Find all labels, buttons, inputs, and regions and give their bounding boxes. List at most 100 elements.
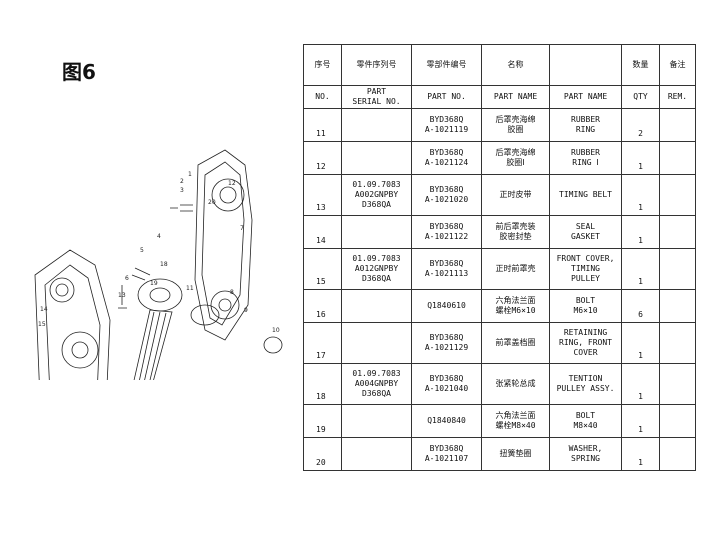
- callout-1: 1: [188, 171, 192, 178]
- row-rem: [659, 363, 696, 405]
- row-name-en: RUBBER RING: [549, 108, 622, 142]
- row-no: 17: [303, 322, 342, 364]
- table-row: 16 Q1840610 六角法兰面 螺栓M6×10 BOLT M6×10 6: [303, 289, 696, 323]
- row-rem: [659, 108, 696, 142]
- row-rem: [659, 215, 696, 249]
- row-serial: 01.09.7083 A002GNPBY D368QA: [341, 174, 412, 216]
- row-name-en: BOLT M8×40: [549, 404, 622, 438]
- row-name-cn: 六角法兰面 螺栓M6×10: [481, 289, 550, 323]
- table-row: 15 01.09.7083 A012GNPBY D368QA BYD368Q A…: [303, 248, 696, 290]
- row-serial: [341, 289, 412, 323]
- callout-14: 14: [40, 306, 48, 313]
- header-cell: PART NAME: [549, 85, 622, 109]
- row-serial: 01.09.7083 A004GNPBY D368QA: [341, 363, 412, 405]
- header-cell: 零部件编号: [411, 44, 482, 86]
- table-row: 12 BYD368Q A-1021124 后罩壳海绵 胶圈Ⅰ RUBBER RI…: [303, 141, 696, 175]
- header-cell: QTY: [621, 85, 660, 109]
- row-no: 16: [303, 289, 342, 323]
- row-rem: [659, 174, 696, 216]
- row-no: 14: [303, 215, 342, 249]
- row-name-en: SEAL GASKET: [549, 215, 622, 249]
- row-qty: 1: [621, 248, 660, 290]
- callout-19: 19: [150, 280, 158, 287]
- row-qty: 2: [621, 108, 660, 142]
- row-no: 13: [303, 174, 342, 216]
- table-row: 18 01.09.7083 A004GNPBY D368QA BYD368Q A…: [303, 363, 696, 405]
- callout-12: 12: [228, 180, 236, 187]
- header-cell: 零件序列号: [341, 44, 412, 86]
- row-serial: [341, 437, 412, 471]
- row-name-cn: 前罩盖档圈: [481, 322, 550, 364]
- row-rem: [659, 141, 696, 175]
- row-qty: 1: [621, 322, 660, 364]
- row-part-no: BYD368Q A-1021122: [411, 215, 482, 249]
- row-name-cn: 正时皮带: [481, 174, 550, 216]
- row-name-en: FRONT COVER, TIMING PULLEY: [549, 248, 622, 290]
- row-name-cn: 前后罩壳装 胶密封垫: [481, 215, 550, 249]
- row-qty: 1: [621, 174, 660, 216]
- row-part-no: BYD368Q A-1021107: [411, 437, 482, 471]
- header-cell: NO.: [303, 85, 342, 109]
- row-serial: [341, 108, 412, 142]
- row-qty: 1: [621, 141, 660, 175]
- header-cell: 名称: [481, 44, 550, 86]
- row-serial: [341, 215, 412, 249]
- row-no: 20: [303, 437, 342, 471]
- row-qty: 1: [621, 404, 660, 438]
- header-cell: REM.: [659, 85, 696, 109]
- callout-9: 9: [244, 307, 248, 314]
- row-name-cn: 张紧轮总成: [481, 363, 550, 405]
- row-part-no: Q1840610: [411, 289, 482, 323]
- row-no: 18: [303, 363, 342, 405]
- callout-4: 4: [157, 233, 161, 240]
- callout-2: 2: [180, 178, 184, 185]
- row-name-cn: 后罩壳海绵 胶圈: [481, 108, 550, 142]
- row-part-no: BYD368Q A-1021020: [411, 174, 482, 216]
- callout-11: 11: [186, 285, 194, 292]
- row-serial: [341, 404, 412, 438]
- row-name-en: RUBBER RING Ⅰ: [549, 141, 622, 175]
- callout-3: 3: [180, 187, 184, 194]
- row-no: 12: [303, 141, 342, 175]
- row-name-en: TIMING BELT: [549, 174, 622, 216]
- header-cell: PART NAME: [481, 85, 550, 109]
- row-qty: 1: [621, 363, 660, 405]
- row-rem: [659, 322, 696, 364]
- row-name-en: RETAINING RING, FRONT COVER: [549, 322, 622, 364]
- row-part-no: BYD368Q A-1021119: [411, 108, 482, 142]
- row-part-no: BYD368Q A-1021124: [411, 141, 482, 175]
- callout-10: 10: [272, 327, 280, 334]
- row-part-no: BYD368Q A-1021129: [411, 322, 482, 364]
- row-qty: 1: [621, 437, 660, 471]
- row-qty: 1: [621, 215, 660, 249]
- header-cell: [549, 44, 622, 86]
- table-row: 20 BYD368Q A-1021107 扭簧垫圈 WASHER, SPRING…: [303, 437, 696, 471]
- callout-6: 6: [125, 275, 129, 282]
- row-no: 11: [303, 108, 342, 142]
- header-cell: 数量: [621, 44, 660, 86]
- row-name-en: WASHER, SPRING: [549, 437, 622, 471]
- callout-18: 18: [160, 261, 168, 268]
- callout-13: 13: [118, 292, 126, 299]
- row-serial: [341, 141, 412, 175]
- row-rem: [659, 404, 696, 438]
- row-part-no: Q1840840: [411, 404, 482, 438]
- header-cell: PART NO.: [411, 85, 482, 109]
- row-part-no: BYD368Q A-1021113: [411, 248, 482, 290]
- figure-label: 图6: [62, 60, 96, 84]
- row-qty: 6: [621, 289, 660, 323]
- row-name-en: TENTION PULLEY ASSY.: [549, 363, 622, 405]
- row-name-cn: 扭簧垫圈: [481, 437, 550, 471]
- row-rem: [659, 437, 696, 471]
- row-rem: [659, 248, 696, 290]
- table-row: 17 BYD368Q A-1021129 前罩盖档圈 RETAINING RIN…: [303, 322, 696, 364]
- row-name-cn: 正时前罩壳: [481, 248, 550, 290]
- callout-20: 20: [208, 199, 216, 206]
- parts-table: 序号 零件序列号 零部件编号 名称 数量 备注 NO. PART SERIAL …: [303, 44, 696, 471]
- table-row: 14 BYD368Q A-1021122 前后罩壳装 胶密封垫 SEAL GAS…: [303, 215, 696, 249]
- header-row-cn: 序号 零件序列号 零部件编号 名称 数量 备注: [303, 44, 696, 86]
- table-row: 13 01.09.7083 A002GNPBY D368QA BYD368Q A…: [303, 174, 696, 216]
- callout-15: 15: [38, 321, 46, 328]
- header-cell: 备注: [659, 44, 696, 86]
- row-rem: [659, 289, 696, 323]
